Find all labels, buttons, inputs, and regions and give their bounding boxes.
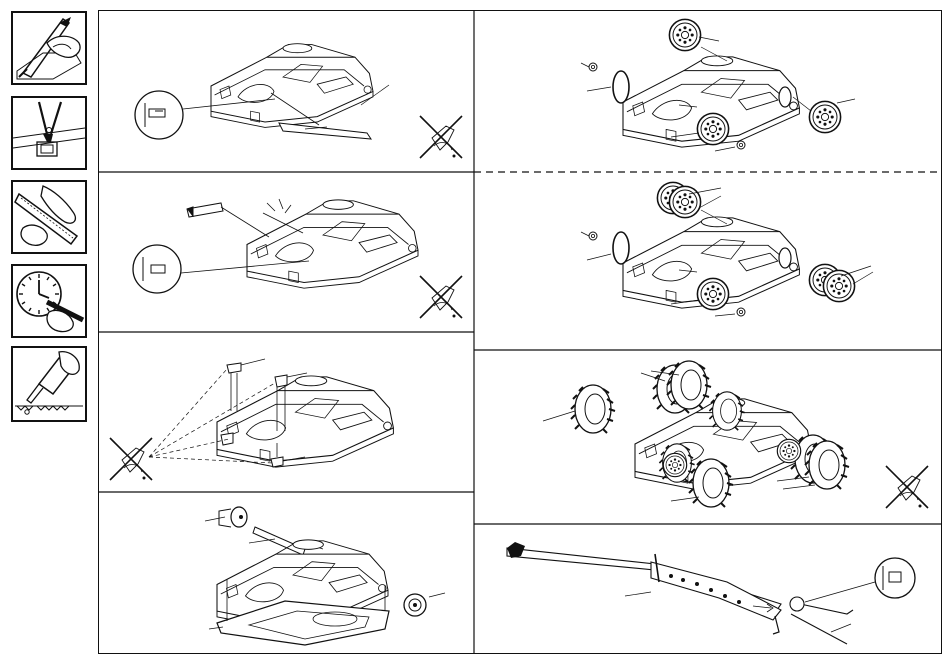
dual-wheel-hubs-illustration [475, 174, 941, 348]
no-cement-icon [109, 437, 153, 481]
no-cement-icon [419, 275, 463, 319]
single-wheel-hubs-illustration [475, 11, 941, 171]
step-panel-2 [99, 173, 473, 331]
chassis-attach-part-illustration [99, 11, 473, 171]
tow-bar-frame [651, 562, 781, 620]
chassis-axle-and-base-plate-illustration [99, 493, 473, 653]
no-cement-icon [419, 115, 463, 159]
detail-magnifier [133, 245, 181, 293]
detail-magnifier [135, 91, 183, 139]
step-panel-7 [475, 351, 941, 523]
step-panel-3 [99, 333, 473, 491]
step-panel-1 [99, 11, 473, 171]
step-panel-6 [475, 174, 941, 348]
tow-bar-assembly-illustration [475, 526, 941, 653]
step-panel-5 [475, 11, 941, 171]
step-panel-4 [99, 493, 473, 653]
step-panel-8 [475, 526, 941, 653]
tires-mounted-illustration [475, 351, 941, 523]
detail-magnifier [875, 558, 915, 598]
chassis-attach-brackets-illustration [99, 333, 473, 491]
no-cement-icon [885, 465, 929, 509]
chassis-attach-clip-illustration [99, 173, 473, 331]
tow-bar-left-arm [507, 548, 655, 570]
